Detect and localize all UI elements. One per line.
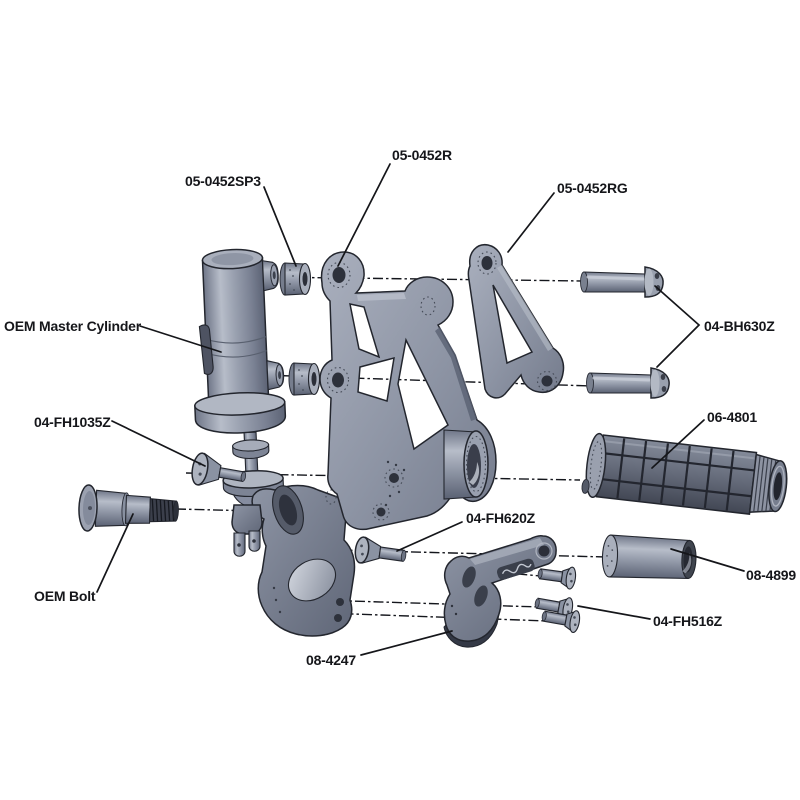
label-06-4801: 06-4801 [707,409,757,425]
leader-oem-bolt [96,513,134,593]
part-oem-bolt [78,484,179,532]
label-08-4247: 08-4247 [306,652,356,668]
part-fh516z-screw-1 [537,566,577,590]
part-heel-guard-08-4247 [443,535,557,648]
leader-08-4247 [360,630,453,656]
label-fh1035z: 04-FH1035Z [34,414,111,430]
label-oem-bolt: OEM Bolt [34,588,96,604]
part-spacer-08-4899 [601,534,697,579]
label-0452r: 05-0452R [392,147,452,163]
leader-06-4801 [651,419,705,469]
bracket-foot-hole-upper [389,473,399,483]
bracket-foot-hole-lower [376,507,386,517]
leader-08-4899 [670,548,745,572]
label-fh620z: 04-FH620Z [466,510,536,526]
leader-fh516z [577,605,651,620]
label-08-4899: 08-4899 [746,567,796,583]
guard-top-hole [481,256,493,270]
bracket-mid-hole [332,372,344,388]
leader-sp3 [263,186,297,267]
leader-fh620z [396,521,463,552]
leader-0452r [337,163,391,267]
leader-master-cylinder [139,325,222,353]
label-sp3: 05-0452SP3 [185,173,261,189]
leader-lines [96,163,745,656]
grip-knurl-grid [598,438,755,511]
part-footpeg-06-4801 [581,432,788,515]
leader-0452rg [507,192,555,253]
part-guard-05-0452RG [467,244,565,399]
label-fh516z: 04-FH516Z [653,613,723,629]
part-bh630z-bolt-upper [580,266,664,298]
part-bracket-05-0452R [319,251,497,531]
heel-guard-slot-1 [462,566,476,588]
center-line-top [261,276,584,282]
heel-guard-top-hole [538,545,550,557]
center-line-footpeg [185,472,581,481]
label-bh630z: 04-BH630Z [704,318,775,334]
label-master-cylinder: OEM Master Cylinder [4,318,142,334]
center-line-screw2 [317,599,541,608]
part-clevis [231,504,263,557]
hanger-bore-large [287,558,337,602]
part-fh620z-screw [354,536,407,564]
part-hanger-body [251,484,356,637]
bracket-top-hole [332,267,346,283]
part-labels: 05-0452SP3 05-0452R 05-0452RG 04-BH630Z … [4,147,797,668]
part-fh516z-screw-3 [541,610,581,634]
heel-guard-slot-2 [474,585,488,607]
part-spacer-sp3-upper [279,262,312,296]
center-line-screw3 [324,612,549,622]
part-spacer-sp3-lower [288,362,321,396]
guard-bottom-hole [541,375,553,387]
heel-guard-logo [496,558,535,580]
label-0452rg: 05-0452RG [557,180,628,196]
leader-fh1035z [111,420,206,467]
reservoir-boss [198,324,214,375]
part-bh630z-bolt-lower [586,367,670,399]
leader-bh630z [654,285,701,368]
